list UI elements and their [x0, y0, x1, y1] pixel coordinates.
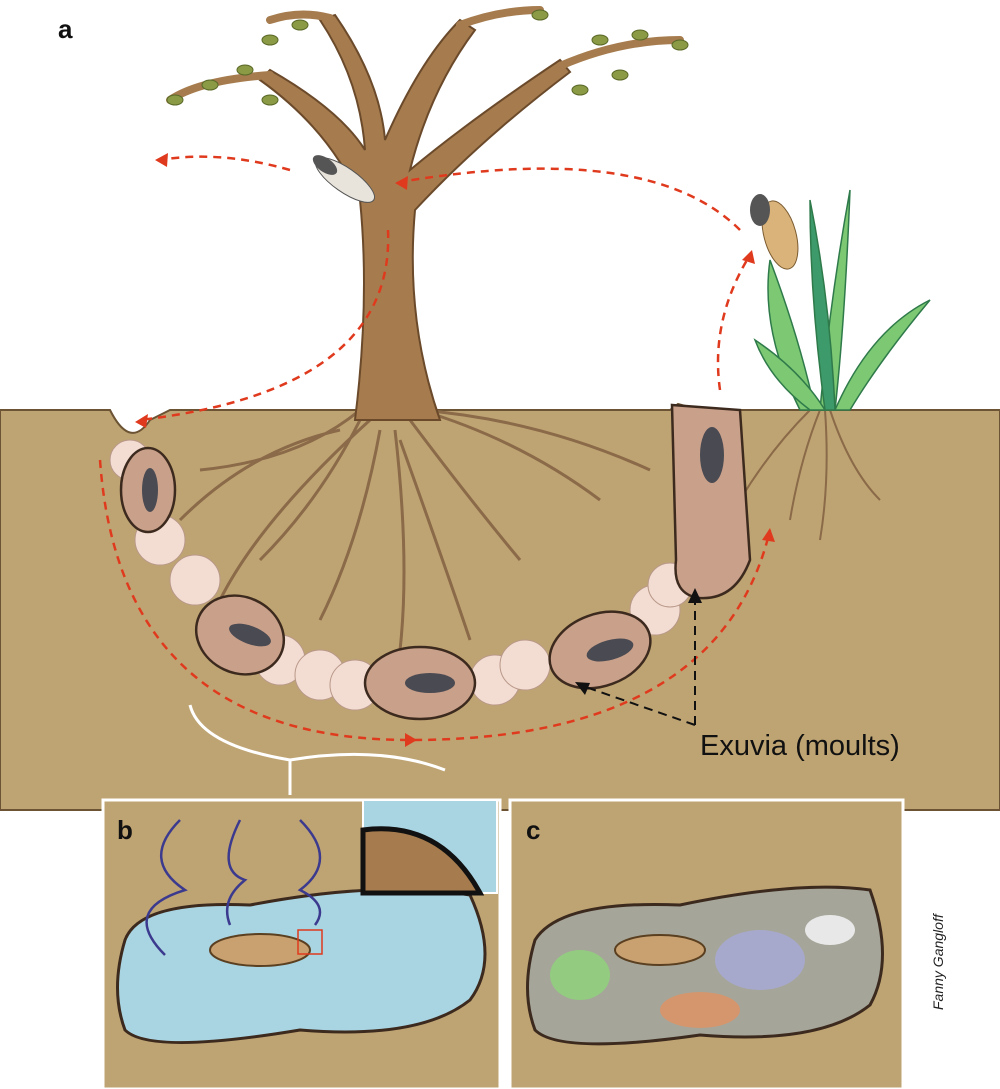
nymph-chambers [119, 403, 752, 721]
panel-label-c: c [526, 815, 541, 845]
exuvia-pointer [579, 600, 696, 726]
panel-label-a: a [58, 14, 73, 44]
panel-label-b: b [117, 815, 133, 845]
panel-b [101, 798, 502, 1089]
nymphs [142, 427, 724, 693]
adult-cicada [312, 155, 375, 203]
tree-roots [178, 408, 881, 651]
artist-credit: Fanny Gangloff [930, 914, 946, 1010]
life-cycle-arrows [98, 155, 772, 742]
panel-c [508, 798, 905, 1089]
tree-leaves [166, 9, 689, 106]
arrowheads [135, 153, 775, 747]
tree-trunk [258, 13, 572, 421]
zoom-brace [188, 704, 446, 795]
plant [753, 189, 931, 411]
emerging-cicada [750, 194, 799, 270]
exuvia-label: Exuvia (moults) [700, 730, 900, 762]
